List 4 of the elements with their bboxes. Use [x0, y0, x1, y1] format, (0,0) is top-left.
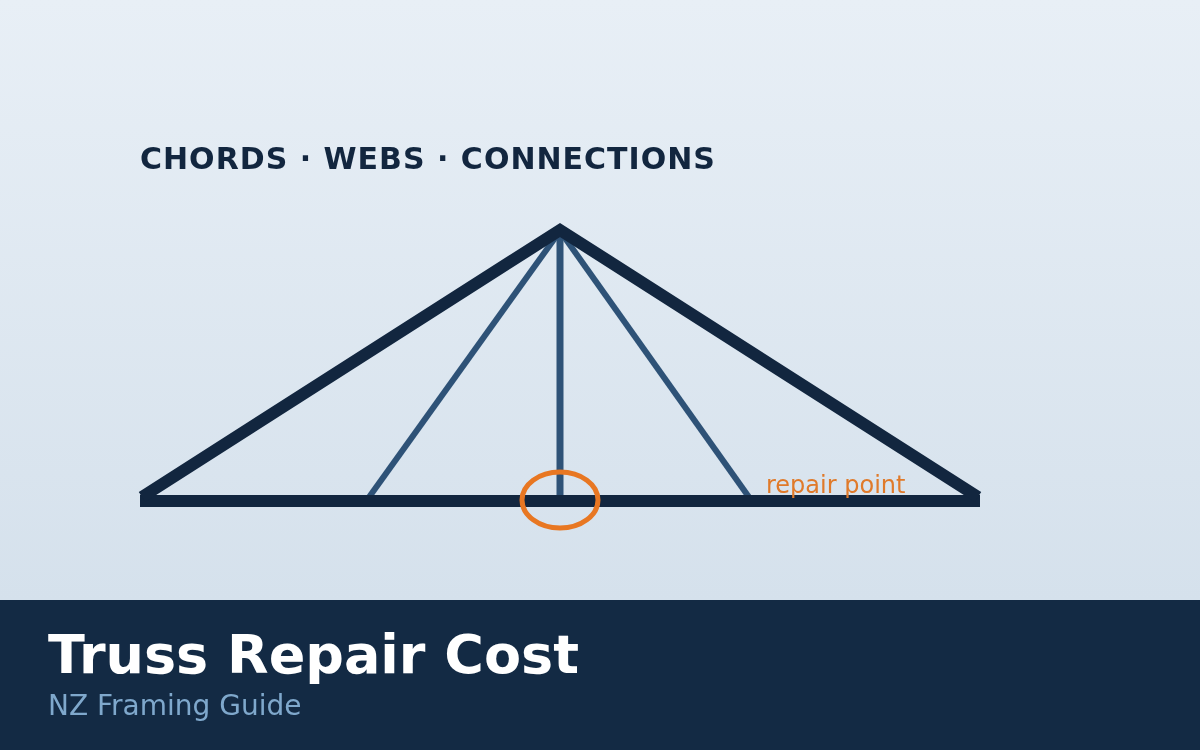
diagram-subheading: CHORDS · WEBS · CONNECTIONS [140, 140, 716, 178]
page-title: Truss Repair Cost [48, 622, 579, 688]
annotation-text: repair point [766, 470, 906, 500]
subtitle-text: NZ Framing Guide [48, 688, 302, 724]
